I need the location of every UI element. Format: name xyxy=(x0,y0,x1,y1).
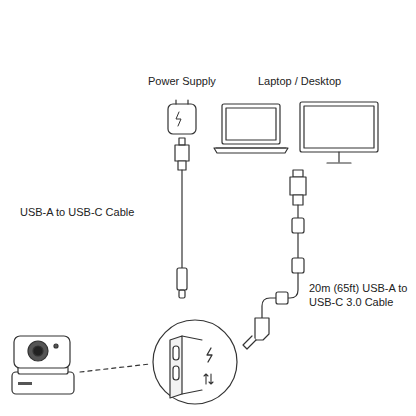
ptz-camera xyxy=(12,336,74,394)
monitor xyxy=(300,102,378,163)
cable-label: USB-A to USB-C Cable xyxy=(20,205,134,219)
port-zoom xyxy=(153,320,237,404)
long-cable xyxy=(262,273,298,318)
laptop xyxy=(214,104,288,153)
power-cable xyxy=(181,170,182,268)
cable-label: 20m (65ft) USB-A to USB-C 3.0 Cable xyxy=(309,281,411,309)
usb-c-plug xyxy=(177,268,187,298)
ferrite-core xyxy=(276,292,288,304)
zoom-leader xyxy=(80,364,150,372)
device-label: Power Supply xyxy=(148,74,216,88)
usb-a-plug xyxy=(175,138,189,170)
ferrite-core xyxy=(292,218,304,233)
ferrite-core xyxy=(292,258,304,273)
device-label: Laptop / Desktop xyxy=(258,74,341,88)
usb-a-plug-long xyxy=(290,170,306,205)
angled-usb-c-plug xyxy=(243,318,269,349)
power-adapter xyxy=(168,100,196,134)
